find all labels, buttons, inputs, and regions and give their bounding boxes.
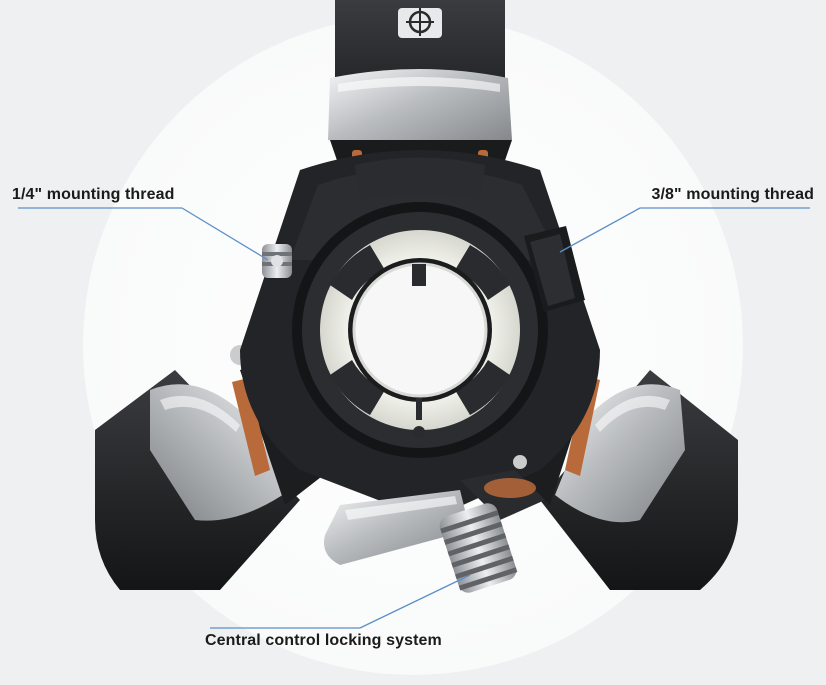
central-hub [240,150,600,520]
quarter-inch-thread-knob [262,244,292,278]
leader-line-quarter-inch-diag [181,207,269,261]
central-lock-lever [324,455,545,593]
leader-line-central-lock-diag [359,574,471,629]
quarter-inch-thread-label: 1/4" mounting thread [12,186,175,203]
central-lock-label: Central control locking system [205,632,442,649]
leader-line-three-eighths-diag [559,207,641,253]
three-eighths-thread-housing [524,226,585,312]
three-eighths-thread-label: 3/8" mounting thread [651,186,814,203]
